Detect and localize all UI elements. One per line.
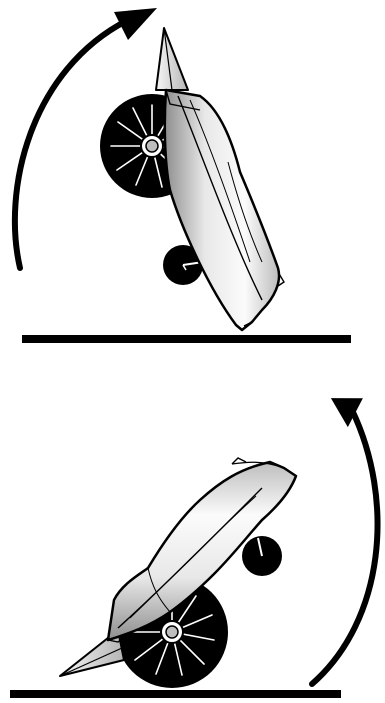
bottom-scene: [10, 388, 378, 698]
bottom-ground-line: [10, 690, 341, 698]
top-handle: [156, 28, 188, 90]
top-ground-line: [22, 335, 351, 343]
top-machine-body: [165, 90, 284, 330]
bottom-small-wheel: [242, 536, 282, 576]
bottom-rotation-arrow-icon: [312, 388, 378, 684]
top-scene: [15, 8, 351, 343]
